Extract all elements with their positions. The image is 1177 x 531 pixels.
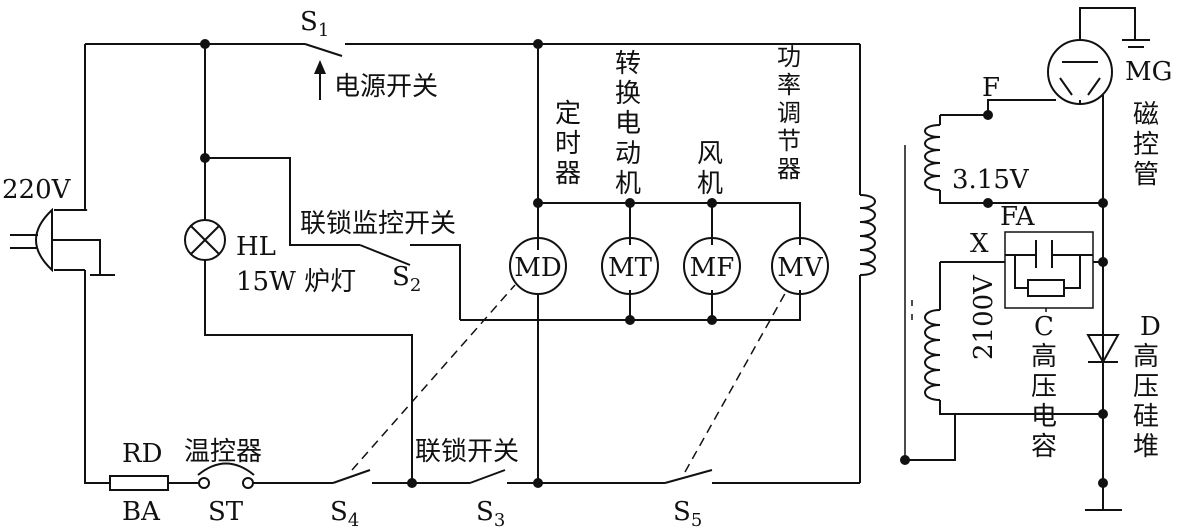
- junction-dots-hv: [900, 110, 1108, 488]
- motor-mf: MF: [683, 237, 741, 295]
- label-st: ST: [208, 497, 244, 527]
- svg-text:MV: MV: [777, 253, 824, 283]
- label-s4: S4: [330, 497, 359, 531]
- labels-left: S1 电源开关 220V HL 15W 炉灯 联锁监控开关 S2 RD BA 温…: [2, 7, 702, 531]
- label-power-regulator: 功率调节器: [777, 43, 801, 183]
- linkage-s4-md: [351, 284, 516, 471]
- label-thermostat: 温控器: [184, 437, 262, 467]
- svg-text:MD: MD: [514, 253, 561, 283]
- label-s3: S3: [476, 497, 505, 531]
- label-s1: S1: [300, 7, 329, 41]
- labels-vertical: 定时器 转换电动机 风机 功率调节器 磁控管 高压电容 高压硅堆: [555, 43, 1159, 462]
- label-hl: HL: [236, 232, 276, 262]
- label-mg: MG: [1125, 57, 1172, 87]
- label-plug-voltage: 220V: [2, 175, 72, 205]
- label-hv-diode: 高压硅堆: [1133, 342, 1159, 462]
- svg-text:MT: MT: [608, 253, 653, 283]
- svg-text:MF: MF: [690, 253, 735, 283]
- label-converter-motor: 转换电动机: [615, 49, 641, 199]
- label-hv-cap: 高压电容: [1031, 342, 1057, 462]
- label-ba: BA: [122, 497, 161, 527]
- label-d: D: [1140, 312, 1161, 342]
- label-f: F: [982, 73, 1000, 103]
- label-2100v: 2100V: [969, 274, 999, 360]
- s1-arrow: [314, 60, 326, 100]
- label-interlock-switch: 联锁开关: [415, 437, 519, 467]
- label-c: C: [1034, 312, 1054, 342]
- motor-mv: MV: [771, 237, 829, 295]
- label-3-15v: 3.15V: [952, 165, 1030, 195]
- label-fa: FA: [1000, 202, 1036, 232]
- label-timer: 定时器: [555, 99, 581, 189]
- label-power-switch: 电源开关: [334, 72, 438, 102]
- label-x: X: [970, 229, 989, 259]
- junction-dots-main: [200, 39, 717, 488]
- label-s5: S5: [673, 497, 702, 531]
- motor-mt: MT: [601, 237, 659, 295]
- labels-hv: F 3.15V FA X 2100V MG C D: [952, 57, 1172, 360]
- hv-wiring: [904, 7, 1150, 511]
- power-plug: [10, 207, 115, 276]
- label-rd: RD: [122, 439, 162, 469]
- label-interlock-monitor: 联锁监控开关: [300, 209, 456, 239]
- label-fan: 风机: [697, 139, 723, 199]
- main-wiring: [84, 43, 876, 491]
- label-magnetron: 磁控管: [1133, 100, 1159, 190]
- motor-md: MD: [509, 237, 567, 295]
- label-s2: S2: [392, 262, 421, 296]
- label-hl-spec: 15W 炉灯: [236, 267, 356, 297]
- linkage-s5-mv: [684, 289, 788, 473]
